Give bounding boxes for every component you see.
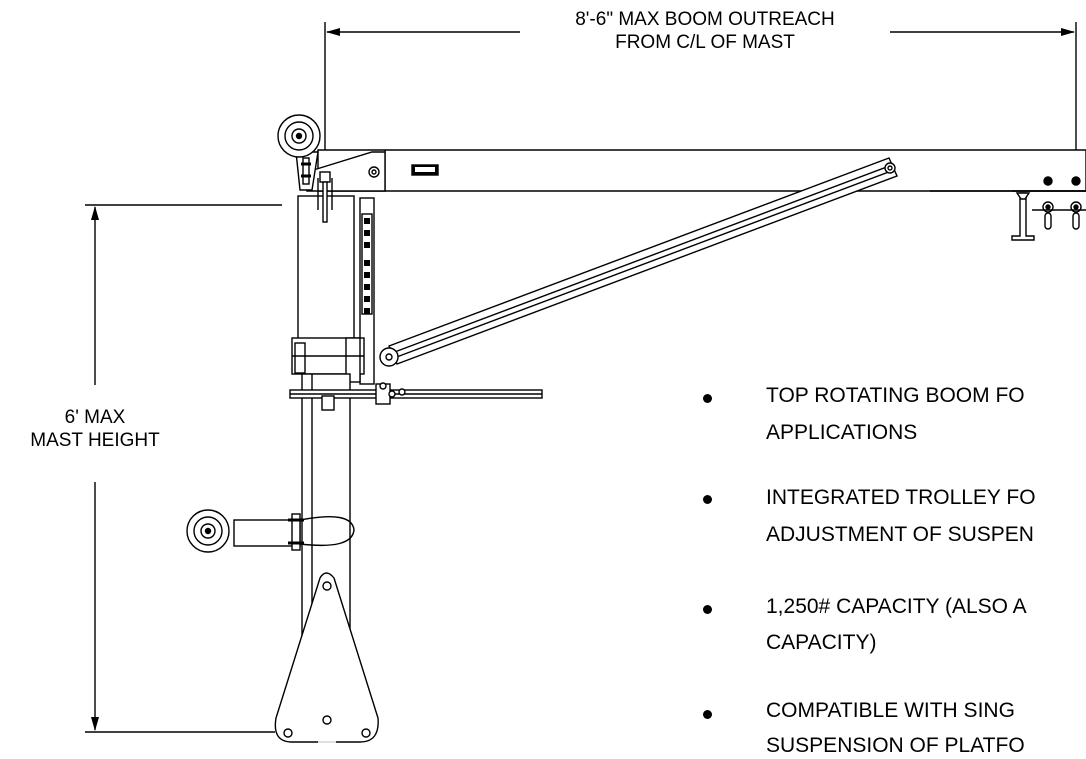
outreach-dimension-text: 8'-6" MAX BOOM OUTREACH FROM C/L OF MAST (520, 8, 890, 54)
outreach-label-line1: 8'-6" MAX BOOM OUTREACH (575, 9, 835, 30)
outreach-label-line2: FROM C/L OF MAST (615, 32, 795, 53)
mast-label: SKY CLIMBER (316, 254, 323, 334)
mast (186, 171, 543, 743)
outreach-dimension (324, 22, 1077, 155)
top-sheave (277, 114, 321, 191)
height-label-line1: 6' MAX (64, 407, 126, 428)
strut (379, 157, 898, 367)
mast-label-band (364, 218, 370, 314)
boom (306, 149, 1086, 241)
height-label-line2: MAST HEIGHT (30, 430, 160, 451)
height-dimension-text: 6' MAX MAST HEIGHT (5, 406, 185, 452)
height-dimension (85, 204, 282, 733)
